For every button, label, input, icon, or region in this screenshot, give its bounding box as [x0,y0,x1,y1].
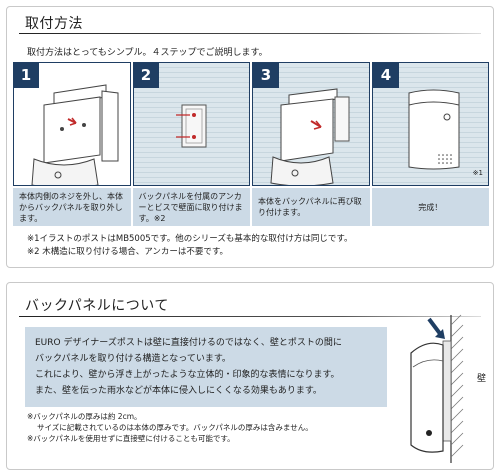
desc-line: これにより、壁から浮き上がったような立体的・印象的な表情になります。 [35,370,340,380]
install-notes: ※1イラストのポストはMB5005です。他のシリーズも基本的な取付け方は同じです… [27,233,353,259]
install-note: ※1イラストのポストはMB5005です。他のシリーズも基本的な取付け方は同じです… [27,234,353,244]
step-illustrations: 1 2 3 4 [13,62,489,186]
step-2-backpanel-drawing [175,104,206,148]
install-title-rule [19,33,481,34]
install-panel: 取付方法 取付方法はとってもシンプル。４ステップでご説明します。 [6,6,494,268]
backpanel-note: ※バックパネルの厚みは約 2cm。 [27,412,142,421]
backpanel-note: ※バックパネルを使用せずに直接壁に付けることも可能です。 [27,434,235,443]
backpanel-note: サイズに記載されているのは本体の厚みです。バックパネルの厚みは含みません。 [37,423,313,432]
backpanel-side-view-illustration [410,314,464,463]
step-3-mailbox-attach-drawing [270,88,350,185]
step-4-mailbox-complete-drawing [408,89,459,170]
step-2-caption: バックパネルを付属のアンカーとビスで壁面に取り付けます。※2 [132,188,250,226]
backpanel-notes: ※バックパネルの厚みは約 2cm。 サイズに記載されているのは本体の厚みです。バ… [27,411,313,444]
desc-line: また、壁を伝った雨水などが本体に侵入しにくくなる効果もあります。 [35,386,322,396]
step-3-caption: 本体をバックパネルに再び取り付けます。 [252,188,370,226]
step-2-number: 2 [133,62,159,88]
backpanel-description: EURO デザイナーズポストは壁に直接付けるのではなく、壁とポストの間に バック… [25,327,387,407]
backpanel-title: バックパネルについて [25,298,169,314]
step-1-number: 1 [13,62,39,88]
step-footnote-mark: ※1 [472,169,483,177]
step-3-illustration [252,62,370,186]
install-title: 取付方法 [25,16,83,32]
step-1-caption: 本体内側のネジを外し、本体からバックパネルを取り外します。 [13,188,131,226]
step-4-caption: 完成！ [371,188,489,226]
wall-label: 壁 [477,374,487,384]
install-intro: 取付方法はとってもシンプル。４ステップでご説明します。 [27,48,268,58]
desc-line: バックパネルを取り付ける構造となっています。 [35,354,231,364]
step-1-mailbox-open-drawing [31,84,119,185]
step-captions: 本体内側のネジを外し、本体からバックパネルを取り外します。 バックパネルを付属の… [13,188,489,226]
step-1-illustration [13,62,131,186]
backpanel-panel: バックパネルについて EURO デザイナーズポストは壁に直接付けるのではなく、壁… [6,282,494,470]
backpanel-title-rule [19,316,481,317]
step-3-number: 3 [253,62,279,88]
desc-line: EURO デザイナーズポストは壁に直接付けるのではなく、壁とポストの間に [35,338,342,348]
step-4-number: 4 [373,62,399,88]
install-note: ※2 木構造に取り付ける場合、アンカーは不要です。 [27,247,229,257]
